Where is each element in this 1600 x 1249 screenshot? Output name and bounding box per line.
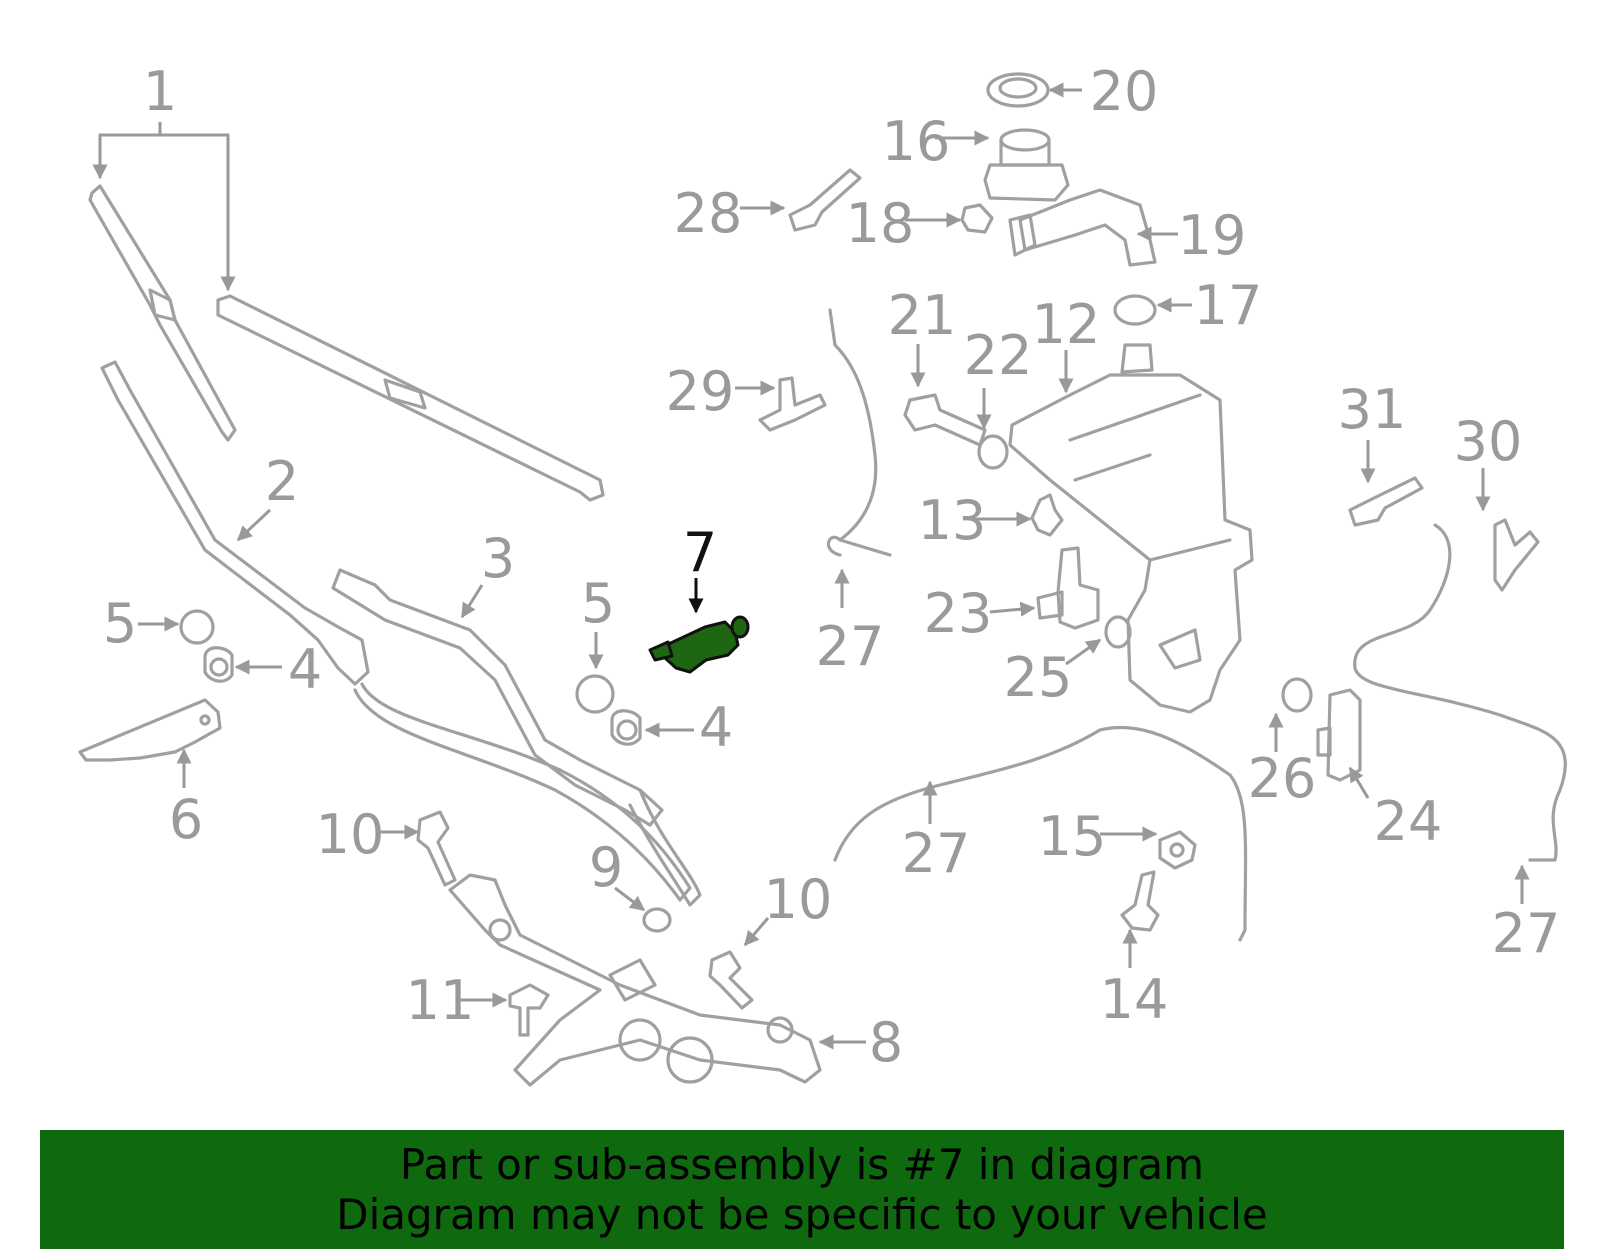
callout-29: 29 — [666, 360, 735, 423]
callout-28: 28 — [674, 182, 743, 245]
callout-24: 24 — [1374, 790, 1443, 853]
leader-lines — [92, 82, 1530, 1050]
part-10-bolt-left — [416, 810, 457, 887]
callout-19: 19 — [1178, 204, 1247, 267]
callout-23: 23 — [924, 582, 993, 645]
part-28-connector — [788, 168, 862, 232]
part-16-19-filler-neck — [983, 128, 1157, 267]
part-1-wiper-blades — [88, 184, 605, 502]
part-26-grommet — [1281, 677, 1313, 713]
part-12-washer-reservoir — [1008, 343, 1254, 714]
part-17-o-ring — [1113, 294, 1157, 326]
callout-11: 11 — [406, 969, 475, 1032]
callout-15: 15 — [1038, 805, 1107, 868]
part-7-washer-nozzle — [648, 615, 750, 674]
part-18-grommet — [960, 203, 994, 234]
callout-5-right: 5 — [581, 572, 615, 635]
callout-12: 12 — [1032, 293, 1101, 356]
callout-7: 7 — [683, 521, 717, 584]
callout-16: 16 — [882, 110, 951, 173]
callout-18: 18 — [846, 192, 915, 255]
callout-6: 6 — [169, 788, 203, 851]
part-21-filler-pipe — [903, 393, 987, 447]
callout-10-right: 10 — [764, 868, 833, 931]
part-4-5-grommets-right — [575, 674, 642, 746]
callout-numbers: 1 2 3 4 4 5 5 6 7 8 9 10 10 11 12 13 14 … — [103, 60, 1561, 1074]
part-29-t-connector — [758, 376, 827, 432]
callout-4-right: 4 — [699, 696, 733, 759]
part-24-level-sensor — [1316, 688, 1362, 782]
part-27-hoses — [826, 308, 1567, 942]
callout-20: 20 — [1090, 60, 1159, 123]
part-11-bolt — [508, 983, 550, 1037]
part-14-bolt — [1120, 870, 1160, 932]
callout-26: 26 — [1248, 747, 1317, 810]
callout-10-left: 10 — [316, 803, 385, 866]
banner-line-disclaimer: Diagram may not be specific to your vehi… — [336, 1190, 1268, 1239]
callout-4-left: 4 — [288, 638, 322, 701]
info-banner: Part or sub-assembly is #7 in diagram Di… — [40, 1130, 1564, 1249]
part-9-grommet — [642, 907, 672, 933]
callout-21: 21 — [888, 284, 957, 347]
callout-27-b: 27 — [902, 822, 971, 885]
wiper-washer-exploded-diagram: 1 2 3 4 4 5 5 6 7 8 9 10 10 11 12 13 14 … — [78, 60, 1567, 1087]
part-20-cap — [986, 72, 1050, 108]
banner-line-part-number: Part or sub-assembly is #7 in diagram — [399, 1140, 1205, 1189]
callout-22: 22 — [964, 324, 1033, 387]
callout-1: 1 — [143, 60, 177, 123]
callout-31: 31 — [1338, 378, 1407, 441]
part-15-nut — [1158, 830, 1197, 870]
callout-17: 17 — [1194, 274, 1263, 337]
callout-30: 30 — [1454, 410, 1523, 473]
callout-27-c: 27 — [1492, 902, 1561, 965]
callout-25: 25 — [1004, 646, 1073, 709]
part-23-washer-pump — [1036, 546, 1100, 630]
part-3-wiper-arm — [331, 568, 702, 907]
part-31-connector — [1348, 476, 1424, 527]
callout-8: 8 — [869, 1011, 903, 1074]
part-10-bolt-right — [708, 950, 754, 1010]
callout-9: 9 — [589, 836, 623, 899]
part-25-grommet — [1104, 615, 1132, 649]
part-30-clip — [1493, 518, 1540, 592]
part-13-clip — [1030, 493, 1064, 537]
part-22-o-ring — [977, 434, 1009, 470]
callout-5-left: 5 — [103, 592, 137, 655]
callout-14: 14 — [1100, 968, 1169, 1031]
part-6-bracket — [78, 698, 222, 762]
part-4-5-grommets-left — [179, 609, 234, 683]
part-8-wiper-linkage — [448, 873, 822, 1087]
callout-2: 2 — [265, 450, 299, 513]
callout-27-a: 27 — [816, 615, 885, 678]
callout-13: 13 — [918, 489, 987, 552]
callout-3: 3 — [481, 527, 515, 590]
